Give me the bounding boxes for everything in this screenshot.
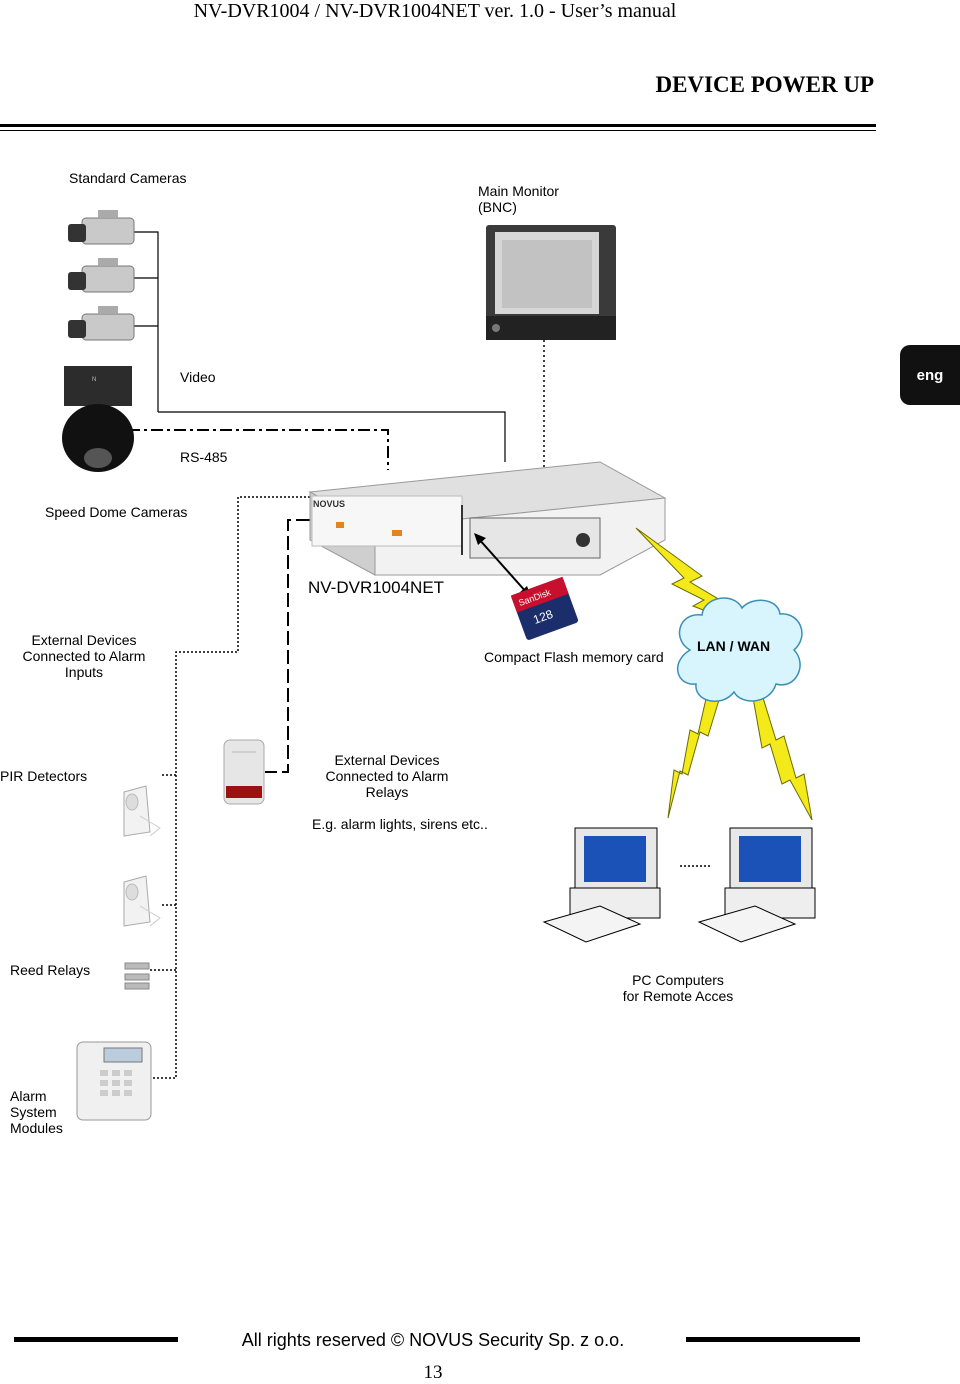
pc-computer-icon: [697, 827, 816, 943]
label-pir: PIR Detectors: [0, 768, 88, 784]
label-lan-wan: LAN / WAN: [697, 638, 771, 654]
relay-cable: [265, 519, 310, 773]
standard-camera-icon: [68, 306, 135, 341]
standard-camera-icon: [68, 210, 135, 245]
cf-capacity-label: 128: [531, 607, 555, 627]
label-main-monitor-bnc: (BNC): [478, 199, 517, 215]
dvr-icon: NOVUS: [308, 461, 667, 576]
page-number: 13: [423, 1362, 443, 1383]
footer-bar-left: [14, 1337, 178, 1342]
label-dvr-model: NV-DVR1004NET: [308, 578, 445, 597]
label-reed-relays: Reed Relays: [10, 962, 91, 978]
cloud-icon: [676, 597, 803, 702]
compact-flash-card-icon: SanDisk 128: [510, 576, 579, 640]
standard-camera-icon: [68, 258, 135, 293]
label-alarm-modules: Alarm System Modules: [10, 1088, 63, 1136]
label-pc-computers: PC Computers for Remote Acces: [622, 972, 734, 1004]
dvr-brand-label: NOVUS: [313, 499, 345, 509]
label-standard-cameras: Standard Cameras: [69, 170, 187, 186]
label-external-relays: External Devices Connected to Alarm Rela…: [325, 752, 449, 800]
label-rs485: RS-485: [180, 449, 228, 465]
document-header: NV-DVR1004 / NV-DVR1004NET ver. 1.0 - Us…: [193, 0, 677, 22]
lightning-bolt-icon: [667, 689, 723, 819]
siren-icon: [223, 739, 265, 805]
video-cables: [130, 231, 506, 462]
alarm-panel-icon: [76, 1041, 152, 1121]
svg-text:N: N: [92, 377, 96, 383]
label-speed-dome: Speed Dome Cameras: [45, 504, 188, 520]
label-example-devices: E.g. alarm lights, sirens etc..: [312, 816, 488, 832]
label-video: Video: [180, 369, 216, 385]
title-rule-thin: [0, 130, 876, 131]
title-rule-thick: [0, 124, 876, 127]
rs485-cable: [128, 429, 389, 470]
label-main-monitor: Main Monitor: [478, 183, 559, 199]
reed-relay-icon: [124, 962, 150, 990]
section-title: DEVICE POWER UP: [655, 72, 874, 97]
pc-computer-icon: [542, 827, 661, 943]
label-external-inputs: External Devices Connected to Alarm Inpu…: [22, 632, 146, 680]
footer-copyright: All rights reserved © NOVUS Security Sp.…: [241, 1330, 625, 1350]
pir-detector-icon: [123, 875, 161, 927]
language-tab[interactable]: eng: [900, 345, 960, 405]
alarm-input-cables: [140, 496, 310, 1079]
label-compact-flash: Compact Flash memory card: [484, 649, 664, 665]
footer-bar-right: [686, 1337, 860, 1342]
video-cable-to-dvr: [158, 411, 506, 462]
pir-detector-icon: [123, 785, 161, 837]
lightning-bolt-icon: [751, 687, 813, 821]
camera-cable-1: [130, 231, 159, 412]
monitor-icon: [486, 225, 616, 340]
speed-dome-camera-icon: N: [62, 366, 134, 472]
